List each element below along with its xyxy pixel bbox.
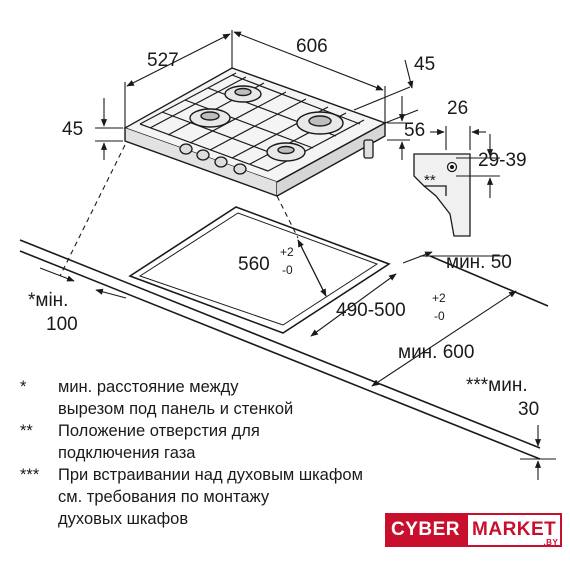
footnote-marker: *: [20, 378, 27, 396]
footnote-marker: ***: [20, 466, 40, 484]
cutout: [128, 206, 391, 334]
dim-bracket-26: 26: [447, 98, 468, 119]
dim-cutout-depth-tol-plus: +2: [432, 291, 446, 305]
dim-min-100-label: *мін.: [28, 290, 68, 311]
footnote-line: см. требования по монтажу: [58, 488, 270, 506]
dim-cutout-width: 560: [238, 254, 270, 275]
dim-min-50: мин. 50: [446, 252, 512, 273]
dim-bracket-range: 29-39: [478, 150, 527, 171]
footnote: * мин. расстояние между вырезом под пане…: [20, 376, 490, 420]
logo-suffix: .BY: [543, 538, 559, 547]
dim-min-100-value: 100: [46, 314, 78, 335]
dim-min-30-value: 30: [518, 399, 539, 420]
countertop: [19, 239, 549, 460]
dim-cutout-depth: 490-500: [336, 300, 406, 321]
dim-hob-width: 606: [296, 36, 328, 57]
logo-part-cyber: CYBER: [385, 513, 467, 547]
cutout-dimension-lines: [39, 239, 556, 480]
logo-part-market: MARKET .BY: [466, 513, 563, 547]
footnote: ** Положение отверстия для подключения г…: [20, 420, 490, 464]
footnote-line: мин. расстояние между: [58, 378, 239, 396]
dim-hob-depth: 527: [147, 50, 179, 71]
gas-connector: [363, 139, 374, 159]
cybermarket-logo: CYBER MARKET .BY: [385, 513, 563, 547]
footnote: *** При встраивании над духовым шкафом с…: [20, 464, 490, 530]
footnotes: * мин. расстояние между вырезом под пане…: [20, 376, 490, 530]
dim-cutout-depth-tol-minus: -0: [434, 309, 445, 323]
dim-cutout-width-tol-minus: -0: [282, 263, 293, 277]
bracket-dimension-lines: [430, 126, 500, 198]
dim-min-30-label: ***мин.: [466, 375, 528, 396]
footnote-line: духовых шкафов: [58, 510, 189, 528]
dim-side-45: 45: [414, 54, 435, 75]
footnote-line: Положение отверстия для: [58, 422, 260, 440]
hob-dimension-lines: [95, 30, 419, 160]
footnote-marker: **: [20, 422, 33, 440]
bracket-detail: [413, 153, 471, 237]
logo-part-market-text: MARKET: [472, 519, 557, 540]
dim-height-56: 56: [404, 120, 425, 141]
dim-height-45: 45: [62, 119, 83, 140]
projection-line: [59, 144, 126, 277]
footnote-line: подключения газа: [58, 444, 196, 462]
control-knobs: [179, 143, 247, 175]
dim-cutout-width-tol-plus: +2: [280, 245, 294, 259]
bracket-gas-marker: **: [424, 172, 436, 189]
footnote-line: вырезом под панель и стенкой: [58, 400, 294, 418]
gas-hob: [123, 67, 387, 197]
dim-min-600: мин. 600: [398, 342, 474, 363]
footnote-line: При встраивании над духовым шкафом: [58, 466, 363, 484]
projection-line-2: [276, 195, 299, 239]
